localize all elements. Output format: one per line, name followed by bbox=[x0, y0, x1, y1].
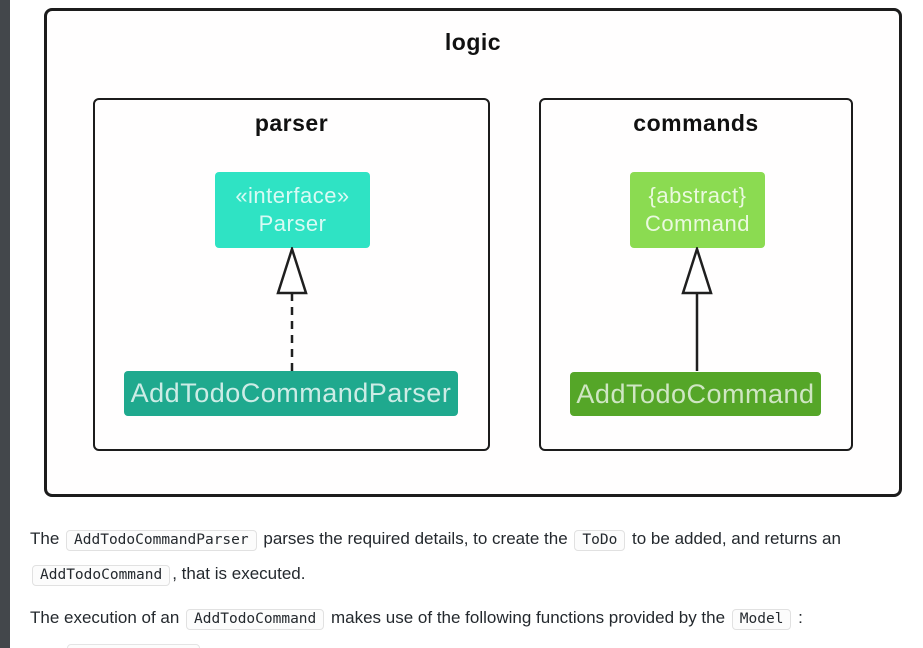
abstract-name: Command bbox=[645, 211, 750, 236]
package-commands-title: commands bbox=[633, 110, 759, 136]
partial-code-chip bbox=[67, 644, 200, 648]
realization-arrow bbox=[276, 247, 308, 371]
package-parser-title: parser bbox=[254, 110, 329, 136]
p1-text-4: , that is executed. bbox=[172, 564, 306, 583]
inline-code: AddTodoCommandParser bbox=[66, 530, 257, 551]
interface-stereotype: «interface» bbox=[235, 183, 350, 208]
interface-name: Parser bbox=[258, 211, 327, 236]
p2-text-1: The execution of an bbox=[30, 608, 185, 627]
addtodocommand-box: AddTodoCommand bbox=[570, 372, 821, 416]
p1-text-2: parses the required details, to create t… bbox=[258, 529, 573, 548]
body-paragraph-1: The AddTodoCommandParser parses the requ… bbox=[30, 522, 902, 592]
abstract-command-box: {abstract} Command bbox=[630, 172, 765, 248]
p2-text-2: makes use of the following functions pro… bbox=[326, 608, 730, 627]
inline-code: AddTodoCommand bbox=[186, 609, 325, 630]
inheritance-arrow bbox=[681, 247, 713, 371]
body-paragraph-2: The execution of an AddTodoCommand makes… bbox=[30, 601, 902, 636]
package-logic-title: logic bbox=[444, 29, 502, 55]
p1-text-1: The bbox=[30, 529, 65, 548]
inline-code: AddTodoCommand bbox=[32, 565, 171, 586]
inline-code: ToDo bbox=[574, 530, 626, 551]
p2-text-3: : bbox=[793, 608, 803, 627]
interface-parser-box: «interface» Parser bbox=[215, 172, 370, 248]
inline-code: Model bbox=[731, 609, 792, 630]
p1-text-3: to be added, and returns an bbox=[627, 529, 841, 548]
addtodocommandparser-box: AddTodoCommandParser bbox=[124, 371, 458, 416]
abstract-stereotype: {abstract} bbox=[648, 183, 747, 208]
left-gutter bbox=[0, 0, 10, 648]
body-text: The AddTodoCommandParser parses the requ… bbox=[30, 522, 902, 645]
